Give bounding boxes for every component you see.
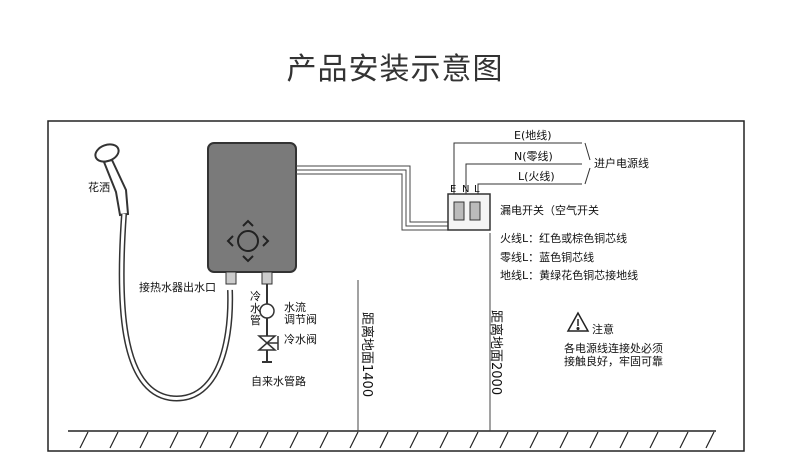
terminal-e-label: E: [450, 184, 457, 195]
shower-head: [94, 143, 130, 217]
page-title: 产品安装示意图: [286, 52, 504, 87]
live-line-label: L(火线): [518, 170, 555, 183]
floor-hatch: [79, 431, 715, 449]
notice-body-line2: 接触良好，牢固可靠: [564, 355, 663, 368]
incoming-supply-lines: [453, 142, 582, 194]
heater-outlet-label: 接热水器出水口: [139, 281, 216, 294]
breaker-label: 漏电开关（空气开关: [500, 204, 599, 217]
flow-regulating-valve: [259, 303, 275, 319]
earth-line-label: E(地线): [514, 129, 552, 142]
height-2000-label: 距离地面2000: [488, 310, 503, 396]
cold-inlet-fitting: [261, 271, 273, 285]
notice-title: 注意: [592, 323, 614, 336]
cold-pipe-label: 冷水管: [250, 290, 261, 327]
cold-valve-label: 冷水阀: [284, 333, 317, 346]
heater-control-pad: [226, 219, 270, 263]
warning-icon: [566, 311, 590, 332]
shower-label: 花洒: [88, 181, 110, 194]
flow-valve-label-line1: 水流: [284, 301, 306, 314]
heater-power-cable: [296, 165, 448, 231]
terminal-n-label: N: [462, 184, 470, 195]
wall-frame: [47, 120, 745, 452]
incoming-power-label: 进户电源线: [594, 157, 649, 170]
neutral-line-label: N(零线): [514, 150, 553, 163]
flow-valve-label-line2: 调节阀: [284, 313, 317, 326]
tap-pipe-label: 自来水管路: [251, 375, 306, 388]
live-wire-spec: 火线L：红色或棕色铜芯线: [500, 232, 628, 245]
notice-body-line1: 各电源线连接处必须: [564, 342, 663, 355]
hot-outlet-fitting: [225, 271, 237, 285]
neutral-wire-spec: 零线L：蓝色铜芯线: [500, 251, 595, 264]
earth-wire-spec: 地线L：黄绿花色铜芯接地线: [500, 269, 639, 282]
terminal-l-label: L: [474, 184, 480, 195]
water-heater: [207, 142, 297, 273]
height-1400-label: 距离地面1400: [359, 312, 374, 398]
